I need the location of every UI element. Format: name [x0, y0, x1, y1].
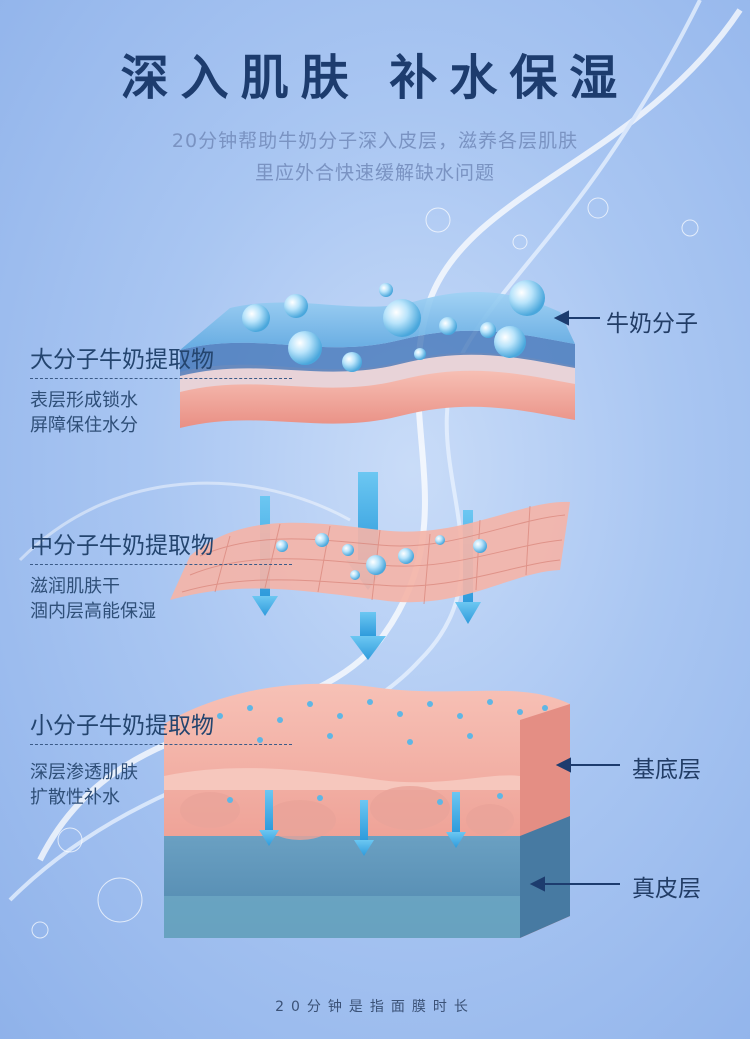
middle-skin-layer — [170, 501, 570, 605]
divider — [30, 564, 292, 565]
background-bubbles — [31, 197, 699, 939]
small-molecule-heading: 小分子牛奶提取物 — [30, 713, 214, 739]
page-title: 深入肌肤 补水保湿 — [120, 50, 630, 106]
small-molecule-desc-line-1: 深层渗透肌肤 — [30, 762, 138, 783]
small-molecule-desc-line-2: 扩散性补水 — [30, 787, 120, 808]
basal-layer-callout: 基底层 — [632, 757, 701, 783]
large-molecule-heading: 大分子牛奶提取物 — [30, 347, 214, 373]
medium-molecule-desc-line-1: 滋润肌肤干 — [30, 576, 120, 597]
large-milk-molecules — [242, 280, 545, 372]
callout-arrows — [529, 310, 620, 892]
milk-molecule-callout: 牛奶分子 — [606, 311, 698, 337]
footer-note: 20分钟是指面膜时长 — [275, 999, 475, 1015]
dermis-layer-callout: 真皮层 — [632, 876, 701, 902]
subtitle-line-2: 里应外合快速缓解缺水问题 — [254, 162, 495, 184]
bottom-skin-block — [164, 683, 570, 938]
top-skin-layer — [180, 291, 575, 428]
medium-molecule-desc-line-2: 涸内层高能保湿 — [30, 601, 156, 622]
medium-molecule-heading: 中分子牛奶提取物 — [30, 533, 214, 559]
subtitle-line-1: 20分钟帮助牛奶分子深入皮层，滋养各层肌肤 — [171, 130, 579, 152]
divider — [30, 378, 292, 379]
large-molecule-desc-line-1: 表层形成锁水 — [30, 390, 138, 411]
divider — [30, 744, 292, 745]
large-molecule-desc-line-2: 屏障保住水分 — [30, 415, 138, 436]
medium-milk-molecules — [276, 533, 487, 580]
